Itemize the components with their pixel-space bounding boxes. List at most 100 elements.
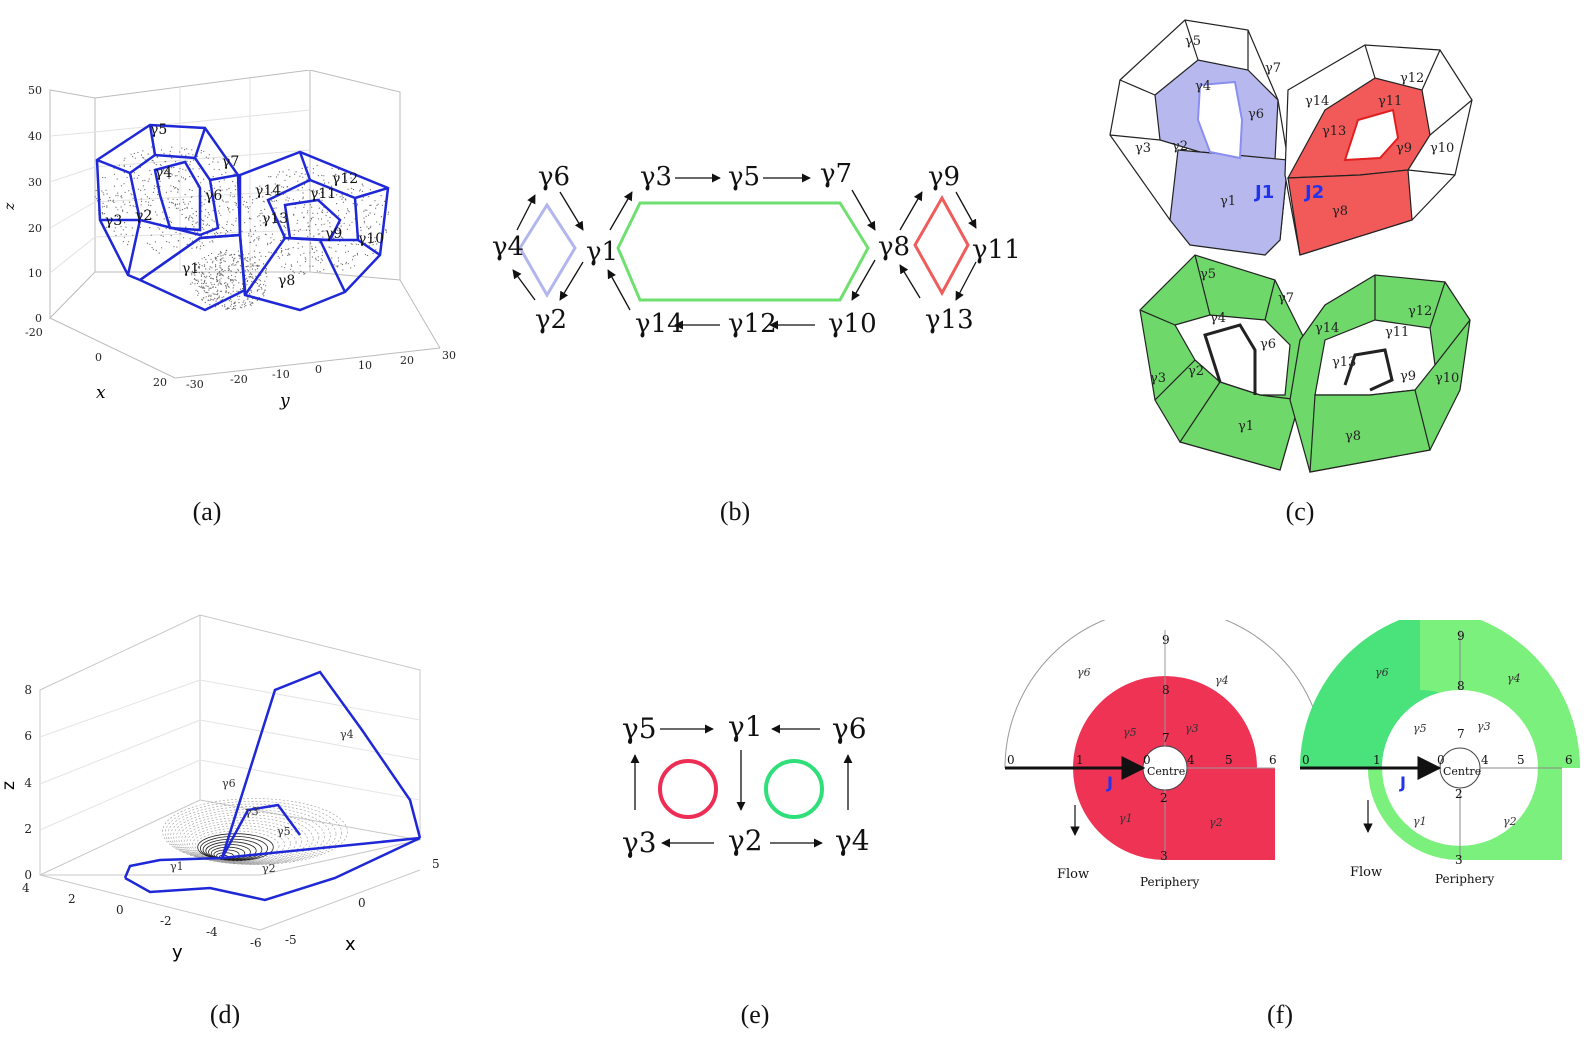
x-ticks-d: -5 0 5: [285, 857, 440, 947]
trajectory-point: [388, 211, 390, 213]
trajectory-point: [124, 157, 126, 159]
trajectory-point: [330, 247, 332, 249]
trajectory-point: [192, 213, 194, 215]
trajectory-point: [301, 173, 303, 175]
trajectory-point: [216, 280, 219, 283]
trajectory-point: [208, 189, 210, 192]
j-label-left: J: [1106, 773, 1113, 792]
y-tick: -4: [206, 925, 218, 939]
trajectory-point: [189, 215, 191, 217]
y-tick: 20: [400, 354, 414, 367]
trajectory-point: [170, 235, 172, 237]
trajectory-point: [321, 211, 323, 213]
trajectory-point: [144, 193, 146, 195]
trajectory-point: [208, 294, 210, 296]
trajectory-point: [231, 223, 233, 225]
panel-c-svg: γ5 γ7 γ4 γ6 γ2 γ3 γ1 γ14 γ12 γ11 γ13 γ9 …: [1109, 19, 1473, 473]
trajectory-point: [255, 197, 257, 200]
trajectory-point: [202, 272, 204, 275]
trajectory-point: [157, 175, 159, 177]
trajectory-point: [292, 247, 294, 249]
num-0b: 0: [1437, 753, 1445, 767]
trajectory-point: [211, 240, 213, 242]
trajectory-point: [224, 269, 226, 272]
trajectory-point: [201, 298, 203, 300]
trajectory-point: [248, 235, 250, 237]
label-gamma2: γ2: [1503, 815, 1517, 828]
right-gamma-labels: γ6 γ4 γ5 γ3 γ1 γ2: [1375, 666, 1521, 828]
trajectory-point: [120, 206, 122, 208]
trajectory-point: [259, 220, 261, 222]
trajectory-point: [154, 185, 156, 187]
label-gamma1: γ1: [170, 860, 184, 873]
trajectory-point: [225, 229, 227, 232]
trajectory-point: [227, 307, 229, 309]
trajectory-point: [195, 222, 197, 224]
trajectory-point: [235, 220, 237, 222]
top-right-cell: [1284, 44, 1473, 256]
trajectory-point: [352, 188, 355, 191]
trajectory-point: [231, 308, 233, 310]
trajectory-point: [352, 255, 354, 257]
trajectory-point: [144, 179, 146, 182]
trajectory-point: [113, 230, 115, 232]
trajectory-point: [285, 263, 287, 265]
trajectory-point: [219, 205, 221, 207]
trajectory-point: [327, 220, 329, 222]
trajectory-point: [226, 189, 228, 191]
trajectory-point: [216, 279, 218, 281]
label-gamma2: γ2: [1188, 364, 1204, 379]
trajectory-point: [162, 231, 164, 233]
trajectory-point: [215, 231, 217, 233]
trajectory-point: [297, 242, 299, 244]
trajectory-point: [203, 257, 205, 259]
trajectory-point: [151, 218, 153, 220]
trajectory-point: [174, 175, 176, 177]
trajectory-point: [106, 205, 108, 207]
trajectory-point: [298, 272, 300, 274]
trajectory-point: [147, 153, 149, 155]
trajectory-point: [220, 252, 222, 254]
trajectory-point: [368, 228, 370, 230]
trajectory-point: [215, 286, 217, 288]
trajectory-point: [234, 305, 236, 307]
trajectory-point: [258, 284, 260, 286]
trajectory-point: [101, 212, 103, 214]
trajectory-point: [139, 226, 141, 228]
trajectory-point: [257, 216, 259, 218]
trajectory-point: [203, 273, 205, 275]
trajectory-point: [95, 189, 97, 192]
graph-nodes-b: γ6 γ4 γ1 γ2 γ3 γ5 γ7 γ8 γ14 γ12 γ10 γ9 γ…: [492, 159, 1020, 339]
trajectory-point: [270, 194, 272, 196]
trajectory-point: [134, 206, 136, 208]
trajectory-point: [176, 203, 179, 205]
trajectory-point: [234, 308, 237, 310]
trajectory-point: [191, 196, 193, 198]
annulus-right: [1300, 620, 1580, 860]
trajectory-point: [315, 224, 317, 226]
trajectory-point: [360, 226, 362, 229]
trajectory-point: [296, 261, 299, 263]
trajectory-point: [239, 254, 241, 256]
trajectory-point: [280, 252, 282, 254]
trajectory-point: [123, 236, 125, 238]
x-ticks-a: -20 0 20: [25, 326, 167, 389]
trajectory-point: [189, 201, 191, 203]
trajectory-point: [251, 256, 253, 258]
trajectory-point: [348, 211, 350, 213]
label-gamma14: γ14: [1305, 94, 1329, 109]
trajectory-point: [219, 251, 222, 253]
x-tick: -20: [25, 326, 43, 339]
x-tick: 5: [432, 857, 440, 871]
trajectory-point: [340, 263, 342, 265]
trajectory-point: [151, 159, 153, 161]
label-gamma13: γ13: [1332, 355, 1356, 370]
trajectory-point: [137, 188, 139, 190]
label-gamma8: γ8: [278, 273, 295, 289]
trajectory-point: [321, 174, 323, 177]
trajectory-point: [177, 207, 179, 209]
trajectory-point: [232, 259, 235, 262]
trajectory-point: [247, 207, 250, 209]
trajectory-point: [220, 273, 222, 275]
trajectory-point: [207, 292, 209, 294]
